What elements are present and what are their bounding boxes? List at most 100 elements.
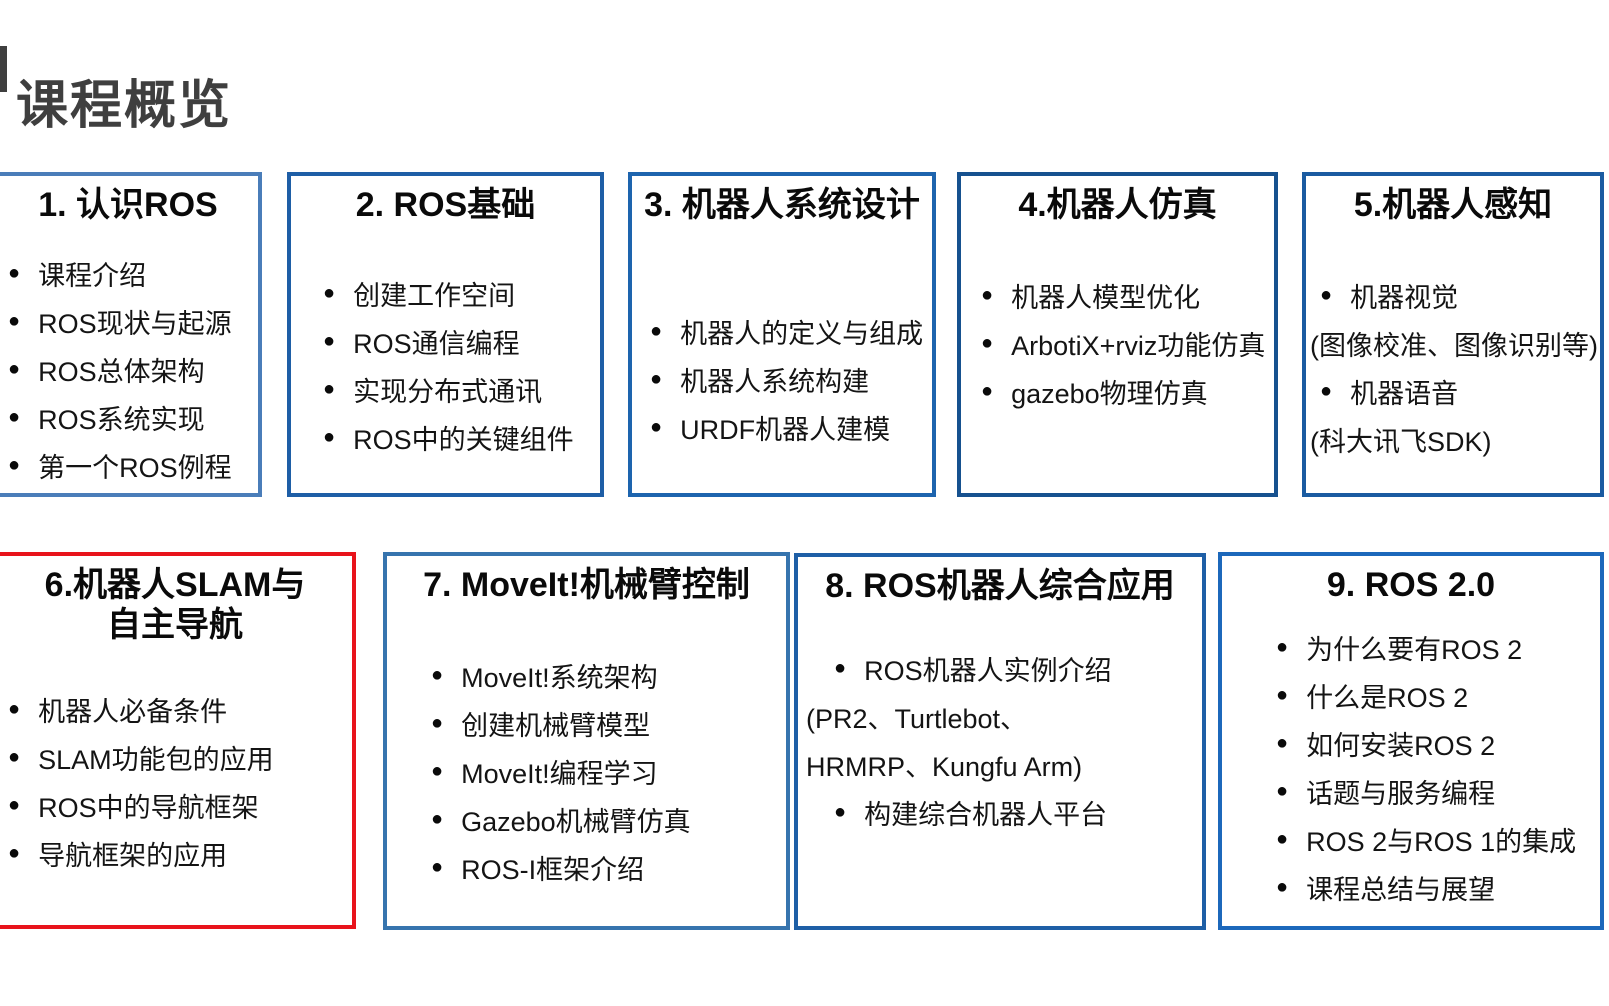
- item-text: (图像校准、图像识别等): [1310, 330, 1598, 361]
- bullet-icon: ●: [8, 794, 21, 817]
- box-items: ● 机器人必备条件 ● SLAM功能包的应用 ● ROS中的导航框架 ●导航框架的应用: [0, 685, 352, 877]
- page-title: 课程概览: [16, 76, 233, 135]
- list-item: ●话题与服务编程: [1276, 767, 1600, 815]
- bullet-icon: ●: [431, 760, 444, 783]
- box-title: 9. ROS 2.0: [1326, 566, 1496, 604]
- item-text: 什么是ROS 2: [1306, 682, 1469, 713]
- box-title: 8. ROS机器人综合应用: [825, 567, 1175, 605]
- item-text: ROS-I框架介绍: [461, 854, 645, 885]
- list-item: ● ROS通信编程: [323, 317, 600, 365]
- list-item: ●创建工作空间: [323, 269, 600, 317]
- bullet-icon: ●: [8, 406, 21, 429]
- course-box-5: 5.机器人感知 ●机器视觉(图像校准、图像识别等)●机器语音(科大讯飞SDK): [1302, 172, 1604, 497]
- list-item: ● Gazebo机械臂仿真: [431, 795, 786, 843]
- item-text: 构建综合机器人平台: [864, 799, 1108, 830]
- item-text: ROS机器人实例介绍: [864, 655, 1112, 686]
- bullet-icon: ●: [8, 358, 21, 381]
- list-item: ●课程介绍: [8, 249, 258, 297]
- list-item: ● ROS现状与起源: [8, 297, 258, 345]
- box-items: ●MoveIt!系统架构●创建机械臂模型●MoveIt!编程学习●Gazebo机…: [387, 651, 786, 891]
- list-item: (PR2、Turtlebot、: [806, 692, 1202, 740]
- box-title: 3. 机器人系统设计: [644, 186, 920, 224]
- list-item: ●ArbotiX+rviz功能仿真: [981, 319, 1274, 367]
- bullet-icon: ●: [323, 426, 336, 449]
- box-title: 6.机器人SLAM与 自主导航: [44, 566, 306, 645]
- list-item: ● 课程总结与展望: [1276, 863, 1600, 911]
- course-box-3: 3. 机器人系统设计 ●机器人的定义与组成●机器人系统构建●URDF机器人建模: [628, 172, 936, 497]
- item-text: 机器人必备条件: [38, 696, 228, 727]
- bullet-icon: ●: [431, 712, 444, 735]
- item-text: 机器语音: [1350, 378, 1459, 409]
- bullet-icon: ●: [8, 262, 21, 285]
- item-text: ROS 2与ROS 1的集成: [1306, 826, 1577, 857]
- item-text: 实现分布式通讯: [353, 376, 543, 407]
- list-item: ● ROS中的导航框架: [8, 781, 352, 829]
- box-items: ●为什么要有ROS 2●什么是ROS 2●如何安装ROS 2●话题与服务编程●R…: [1222, 623, 1600, 911]
- list-item: ●机器人系统构建: [650, 355, 932, 403]
- bullet-icon: ●: [981, 284, 994, 307]
- list-item: ● ROS系统实现: [8, 393, 258, 441]
- bullet-icon: ●: [8, 310, 21, 333]
- list-item: ● 构建综合机器人平台: [834, 788, 1202, 836]
- bullet-icon: ●: [1276, 876, 1289, 899]
- item-text: HRMRP、Kungfu Arm): [806, 751, 1083, 782]
- bullet-icon: ●: [1320, 284, 1333, 307]
- list-item: ● MoveIt!编程学习: [431, 747, 786, 795]
- list-item: (科大讯飞SDK): [1310, 415, 1600, 463]
- box-title: 1. 认识ROS: [38, 186, 218, 224]
- list-item: ●导航框架的应用: [8, 829, 352, 877]
- list-item: ● gazebo物理仿真: [981, 367, 1274, 415]
- list-item: ● ROS-I框架介绍: [431, 843, 786, 891]
- list-item: ● 为什么要有ROS 2: [1276, 623, 1600, 671]
- box-items: ●ROS机器人实例介绍(PR2、Turtlebot、HRMRP、Kungfu A…: [798, 644, 1202, 836]
- item-text: Gazebo机械臂仿真: [461, 806, 691, 837]
- bullet-icon: ●: [431, 808, 444, 831]
- list-item: ●第一个ROS例程: [8, 441, 258, 489]
- item-text: ROS系统实现: [38, 404, 205, 435]
- bullet-icon: ●: [431, 856, 444, 879]
- bullet-icon: ●: [981, 380, 994, 403]
- bullet-icon: ●: [1276, 780, 1289, 803]
- course-box-9: 9. ROS 2.0 ●为什么要有ROS 2●什么是ROS 2●如何安装ROS …: [1218, 552, 1604, 930]
- course-box-8: 8. ROS机器人综合应用 ●ROS机器人实例介绍(PR2、Turtlebot、…: [794, 553, 1206, 930]
- item-text: 如何安装ROS 2: [1306, 730, 1496, 761]
- item-text: SLAM功能包的应用: [38, 744, 274, 775]
- box-title: 2. ROS基础: [355, 186, 536, 224]
- bullet-icon: ●: [8, 698, 21, 721]
- item-text: 课程总结与展望: [1306, 874, 1496, 905]
- list-item: ●ROS 2与ROS 1的集成: [1276, 815, 1600, 863]
- list-item: ● SLAM功能包的应用: [8, 733, 352, 781]
- bullet-icon: ●: [834, 801, 847, 824]
- list-item: ●ROS总体架构: [8, 345, 258, 393]
- item-text: 为什么要有ROS 2: [1306, 634, 1523, 665]
- course-box-6-highlighted: 6.机器人SLAM与 自主导航 ● 机器人必备条件 ● SLAM功能包的应用 ● ROS中…: [0, 552, 356, 929]
- item-text: gazebo物理仿真: [1011, 378, 1208, 409]
- item-text: MoveIt!编程学习: [461, 758, 658, 789]
- item-text: ROS中的导航框架: [38, 792, 259, 823]
- bullet-icon: ●: [8, 842, 21, 865]
- list-item: ●MoveIt!系统架构: [431, 651, 786, 699]
- bullet-icon: ●: [323, 378, 336, 401]
- list-item: ● 实现分布式通讯: [323, 365, 600, 413]
- bullet-icon: ●: [323, 330, 336, 353]
- list-item: ●ROS机器人实例介绍: [834, 644, 1202, 692]
- list-item: ●机器视觉: [1320, 271, 1600, 319]
- item-text: 创建工作空间: [353, 280, 516, 311]
- list-item: ●什么是ROS 2: [1276, 671, 1600, 719]
- item-text: ROS通信编程: [353, 328, 520, 359]
- box-items: ●创建工作空间 ● ROS通信编程 ● 实现分布式通讯 ● ROS中的关键组件: [291, 269, 600, 461]
- bullet-icon: ●: [8, 746, 21, 769]
- item-text: 创建机械臂模型: [461, 710, 651, 741]
- item-text: ROS现状与起源: [38, 308, 232, 339]
- bullet-icon: ●: [1276, 636, 1289, 659]
- list-item: ● 创建机械臂模型: [431, 699, 786, 747]
- list-item: (图像校准、图像识别等): [1310, 319, 1600, 367]
- list-item: ●URDF机器人建模: [650, 403, 932, 451]
- course-box-1: 1. 认识ROS ●课程介绍●ROS现状与起源●ROS总体架构●ROS系统实现●…: [0, 172, 262, 497]
- course-box-2: 2. ROS基础 ●创建工作空间 ● ROS通信编程 ● 实现分布式通讯 ● ROS中的关键…: [287, 172, 604, 497]
- bullet-icon: ●: [431, 664, 444, 687]
- item-text: ROS中的关键组件: [353, 424, 574, 455]
- item-text: 第一个ROS例程: [38, 452, 232, 483]
- list-item: ●机器语音: [1320, 367, 1600, 415]
